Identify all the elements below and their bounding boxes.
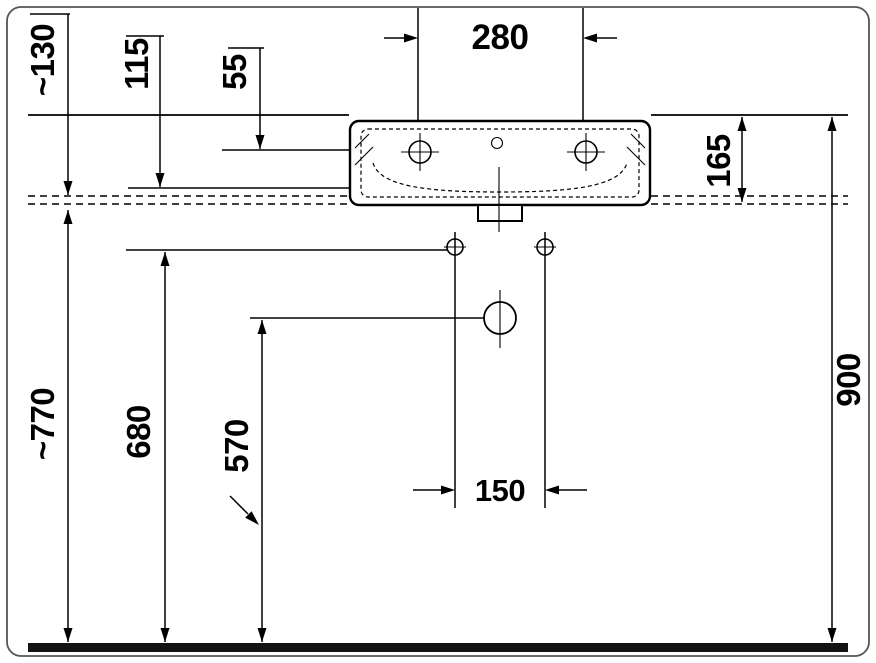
washbasin <box>348 119 652 232</box>
dim-165-arrow-down <box>737 188 747 202</box>
dimension-55: 55 <box>216 47 265 149</box>
dim-900-arrow-up <box>827 117 837 131</box>
dimension-150: 150 <box>413 232 587 508</box>
dim-680-arrow-down <box>160 628 170 642</box>
dim-570-arrow-up <box>257 320 267 334</box>
dim-680-arrow-up <box>160 252 170 266</box>
drain-flange <box>477 204 523 222</box>
corner-hatch-left-1 <box>354 133 370 149</box>
overflow-hole <box>490 136 504 150</box>
dimension-900: 900 <box>827 117 867 642</box>
dimension-115: 115 <box>118 35 165 187</box>
dim-570-label: 570 <box>218 419 255 473</box>
washbasin-inner-rim-dashed <box>360 128 640 198</box>
dim-280-arrow-left <box>404 33 418 43</box>
dimension-130: ~130 <box>24 13 73 195</box>
dim-165-label: 165 <box>700 134 737 188</box>
dim-150-arrow-right <box>545 485 559 495</box>
corner-hatch-left-2 <box>354 146 374 166</box>
reference-lines <box>28 114 848 205</box>
dim-115-arrow-down <box>155 173 165 187</box>
dim-165-arrow-up <box>737 117 747 131</box>
dim-570-leader-arrow <box>245 511 259 525</box>
dim-115-label: 115 <box>118 38 155 90</box>
basin-floor-dashed <box>372 162 628 193</box>
dim-570-leader-line <box>229 495 249 515</box>
corner-hatch-right-2 <box>626 146 646 166</box>
dim-280-label: 280 <box>472 18 529 57</box>
dim-900-arrow-down <box>827 628 837 642</box>
dim-900-label: 900 <box>830 353 867 407</box>
dim-55-label: 55 <box>216 54 253 90</box>
dim-570-arrow-down <box>257 628 267 642</box>
dimension-280: 280 <box>384 8 617 121</box>
dim-55-arrow-down <box>255 135 265 149</box>
dim-770-label: ~770 <box>24 388 61 460</box>
floor-line <box>28 643 848 652</box>
dim-150-label: 150 <box>475 473 525 508</box>
page-border <box>6 6 870 657</box>
dim-130-label: ~130 <box>24 24 61 96</box>
faucet-hole-left <box>401 133 439 171</box>
mounting-and-trap <box>444 238 556 348</box>
dim-770-arrow-up <box>63 210 73 224</box>
corner-hatch-right-1 <box>630 133 646 149</box>
dimension-570: 570 <box>218 317 484 642</box>
dimension-165: 165 <box>700 117 747 202</box>
dimension-770: ~770 <box>24 210 73 642</box>
dim-770-arrow-down <box>63 628 73 642</box>
dim-280-arrow-right <box>583 33 597 43</box>
dimension-680: 680 <box>120 249 447 642</box>
dim-150-arrow-left <box>441 485 455 495</box>
faucet-hole-right <box>567 133 605 171</box>
dim-130-arrow-down <box>63 181 73 195</box>
dim-680-label: 680 <box>120 405 157 459</box>
